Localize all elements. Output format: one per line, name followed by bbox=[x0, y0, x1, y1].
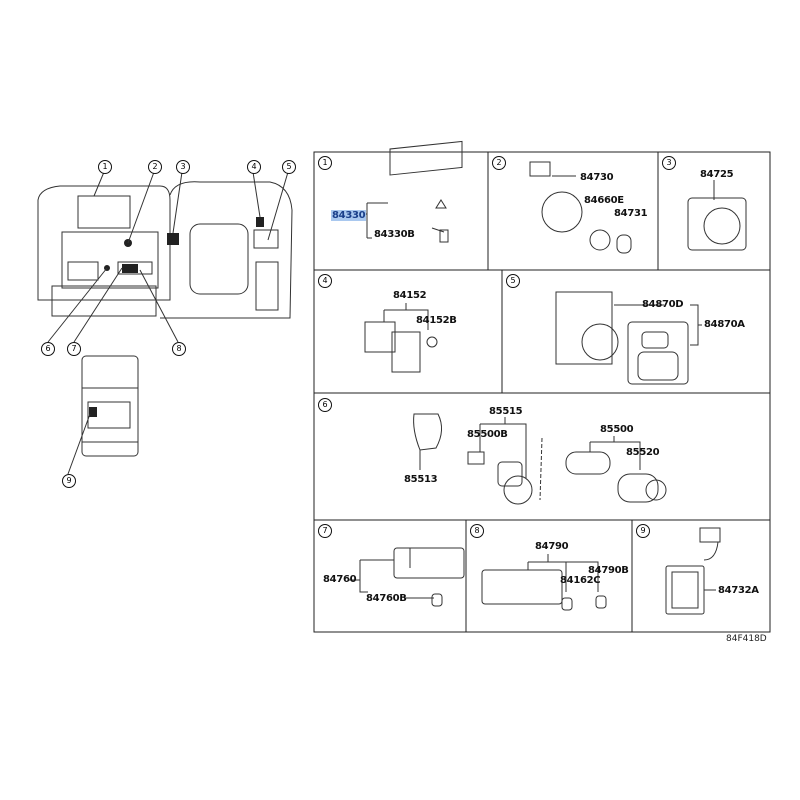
part-85520[interactable]: 85520 bbox=[626, 447, 660, 458]
part-84870D[interactable]: 84870D bbox=[642, 299, 684, 310]
callout-4[interactable]: 4 bbox=[247, 160, 261, 174]
part-85513[interactable]: 85513 bbox=[404, 474, 438, 485]
part-84725[interactable]: 84725 bbox=[700, 169, 734, 180]
panel-3-number: 3 bbox=[662, 156, 676, 170]
part-84330B[interactable]: 84330B bbox=[374, 229, 415, 240]
part-84152B[interactable]: 84152B bbox=[416, 315, 457, 326]
part-84790[interactable]: 84790 bbox=[535, 541, 569, 552]
callout-9[interactable]: 9 bbox=[62, 474, 76, 488]
panel-2-number: 2 bbox=[492, 156, 506, 170]
panel-4-number: 4 bbox=[318, 274, 332, 288]
part-85500[interactable]: 85500 bbox=[600, 424, 634, 435]
part-84760[interactable]: 84760 bbox=[323, 574, 357, 585]
part-sketches bbox=[348, 140, 747, 615]
part-84162C[interactable]: 84162C bbox=[560, 575, 601, 586]
panel-5-number: 5 bbox=[506, 274, 520, 288]
callout-leaders bbox=[47, 171, 289, 475]
part-84732A[interactable]: 84732A bbox=[718, 585, 759, 596]
callout-6[interactable]: 6 bbox=[41, 342, 55, 356]
callout-2[interactable]: 2 bbox=[148, 160, 162, 174]
part-84731[interactable]: 84731 bbox=[614, 208, 648, 219]
callout-3[interactable]: 3 bbox=[176, 160, 190, 174]
panel-1-number: 1 bbox=[318, 156, 332, 170]
part-84660E[interactable]: 84660E bbox=[584, 195, 624, 206]
part-84330[interactable]: 84330 bbox=[331, 210, 367, 221]
part-85500B[interactable]: 85500B bbox=[467, 429, 508, 440]
panel-6-number: 6 bbox=[318, 398, 332, 412]
part-85515[interactable]: 85515 bbox=[489, 406, 523, 417]
dashboard-overview-drawing bbox=[37, 181, 293, 457]
callout-5[interactable]: 5 bbox=[282, 160, 296, 174]
callout-8[interactable]: 8 bbox=[172, 342, 186, 356]
diagram-code: 84F418D bbox=[726, 634, 767, 644]
panel-grid bbox=[313, 151, 771, 633]
part-84870A[interactable]: 84870A bbox=[704, 319, 745, 330]
part-84760B[interactable]: 84760B bbox=[366, 593, 407, 604]
part-84790B[interactable]: 84790B bbox=[588, 565, 629, 576]
panel-9-number: 9 bbox=[636, 524, 650, 538]
panel-8-number: 8 bbox=[470, 524, 484, 538]
callout-1[interactable]: 1 bbox=[98, 160, 112, 174]
part-84152[interactable]: 84152 bbox=[393, 290, 427, 301]
panel-7-number: 7 bbox=[318, 524, 332, 538]
part-84730[interactable]: 84730 bbox=[580, 172, 614, 183]
callout-7[interactable]: 7 bbox=[67, 342, 81, 356]
